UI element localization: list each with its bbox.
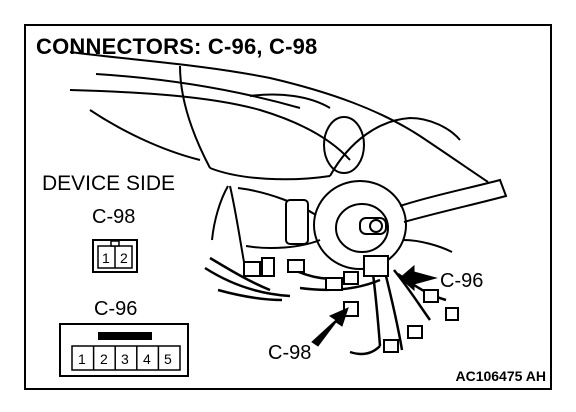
c98-arrow xyxy=(311,307,349,347)
callout-arrows xyxy=(311,264,438,347)
c96-pin-4: 4 xyxy=(143,351,151,367)
device-side-label: DEVICE SIDE xyxy=(42,172,176,195)
connector-c98-label: C-98 xyxy=(92,206,136,228)
connector-c98-face: 1 2 xyxy=(92,239,138,273)
connector-c96-face: 1 2 3 4 5 xyxy=(59,323,189,377)
callout-c96-label: C-96 xyxy=(440,270,484,292)
c96-pin-3: 3 xyxy=(121,351,129,367)
clock-spring-assembly xyxy=(211,178,508,270)
c96-arrow xyxy=(399,264,438,292)
callout-c98-label: C-98 xyxy=(268,342,312,364)
connector-c96-label: C-96 xyxy=(94,298,138,320)
c96-pin-2: 2 xyxy=(100,351,108,367)
figure-code: AC106475 AH xyxy=(455,368,546,384)
harness-connectors xyxy=(243,255,459,353)
c96-pin-1: 1 xyxy=(78,351,86,367)
diagram-title: CONNECTORS: C-96, C-98 xyxy=(36,34,318,59)
column-shroud xyxy=(69,51,489,183)
c98-pin-1: 1 xyxy=(102,250,110,266)
c96-pin-5: 5 xyxy=(164,351,172,367)
c98-pin-2: 2 xyxy=(120,250,128,266)
